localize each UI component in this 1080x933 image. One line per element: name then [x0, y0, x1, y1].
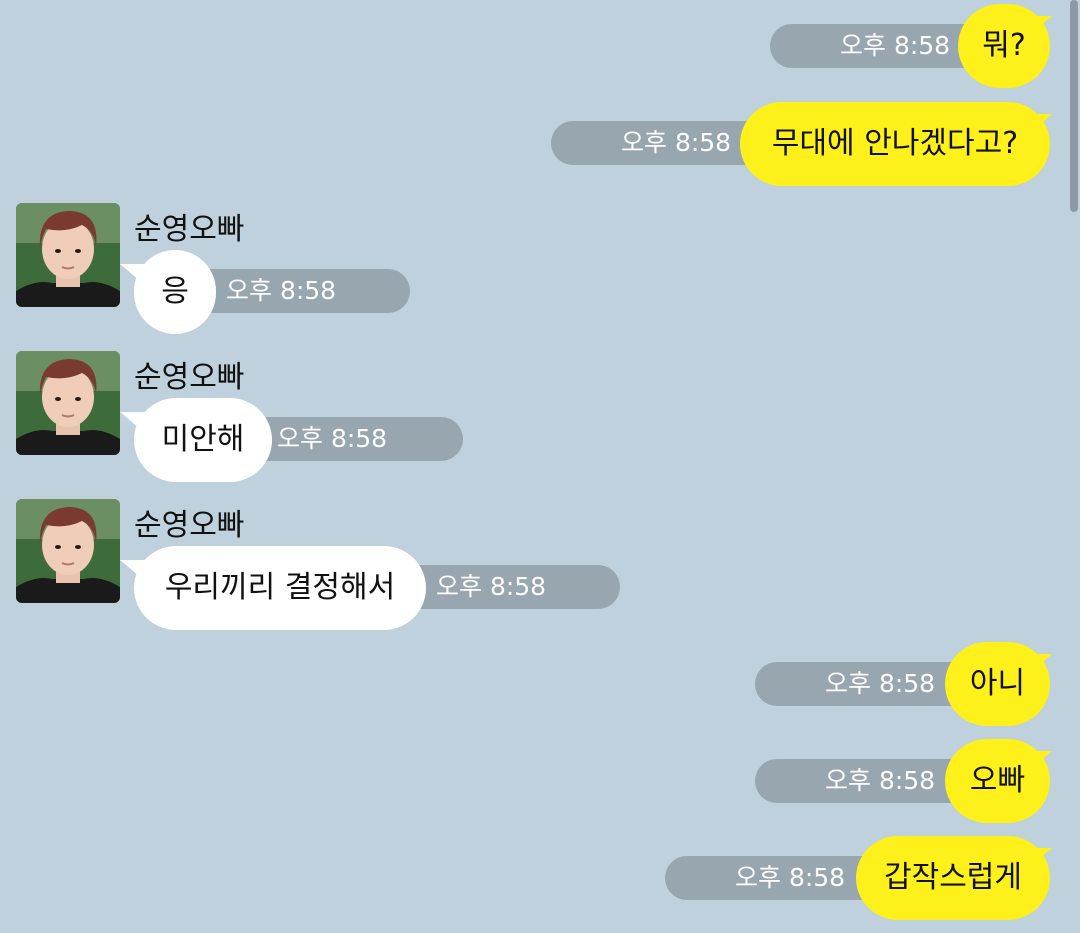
message-bubble-other[interactable]: 미안해 — [134, 398, 272, 482]
avatar-image — [16, 203, 120, 307]
sender-name: 순영오빠 — [134, 508, 245, 543]
message-bubble-mine[interactable]: 아니 — [945, 642, 1050, 726]
sender-name: 순영오빠 — [134, 212, 245, 247]
avatar[interactable] — [16, 499, 120, 603]
avatar[interactable] — [16, 203, 120, 307]
message-time: 오후 8:58 — [400, 565, 620, 609]
avatar-image — [16, 351, 120, 455]
message-bubble-other[interactable]: 우리끼리 결정해서 — [134, 546, 426, 630]
avatar[interactable] — [16, 351, 120, 455]
message-bubble-other[interactable]: 응 — [134, 250, 216, 334]
message-time: 오후 8:58 — [190, 269, 410, 313]
message-time: 오후 8:58 — [245, 417, 463, 461]
message-bubble-mine[interactable]: 오빠 — [945, 739, 1050, 823]
scrollbar[interactable] — [1070, 0, 1078, 212]
message-bubble-mine[interactable]: 갑작스럽게 — [856, 836, 1050, 920]
avatar-image — [16, 499, 120, 603]
message-bubble-mine[interactable]: 무대에 안나겠다고? — [740, 102, 1050, 186]
message-bubble-mine[interactable]: 뭐? — [958, 4, 1050, 88]
sender-name: 순영오빠 — [134, 360, 245, 395]
